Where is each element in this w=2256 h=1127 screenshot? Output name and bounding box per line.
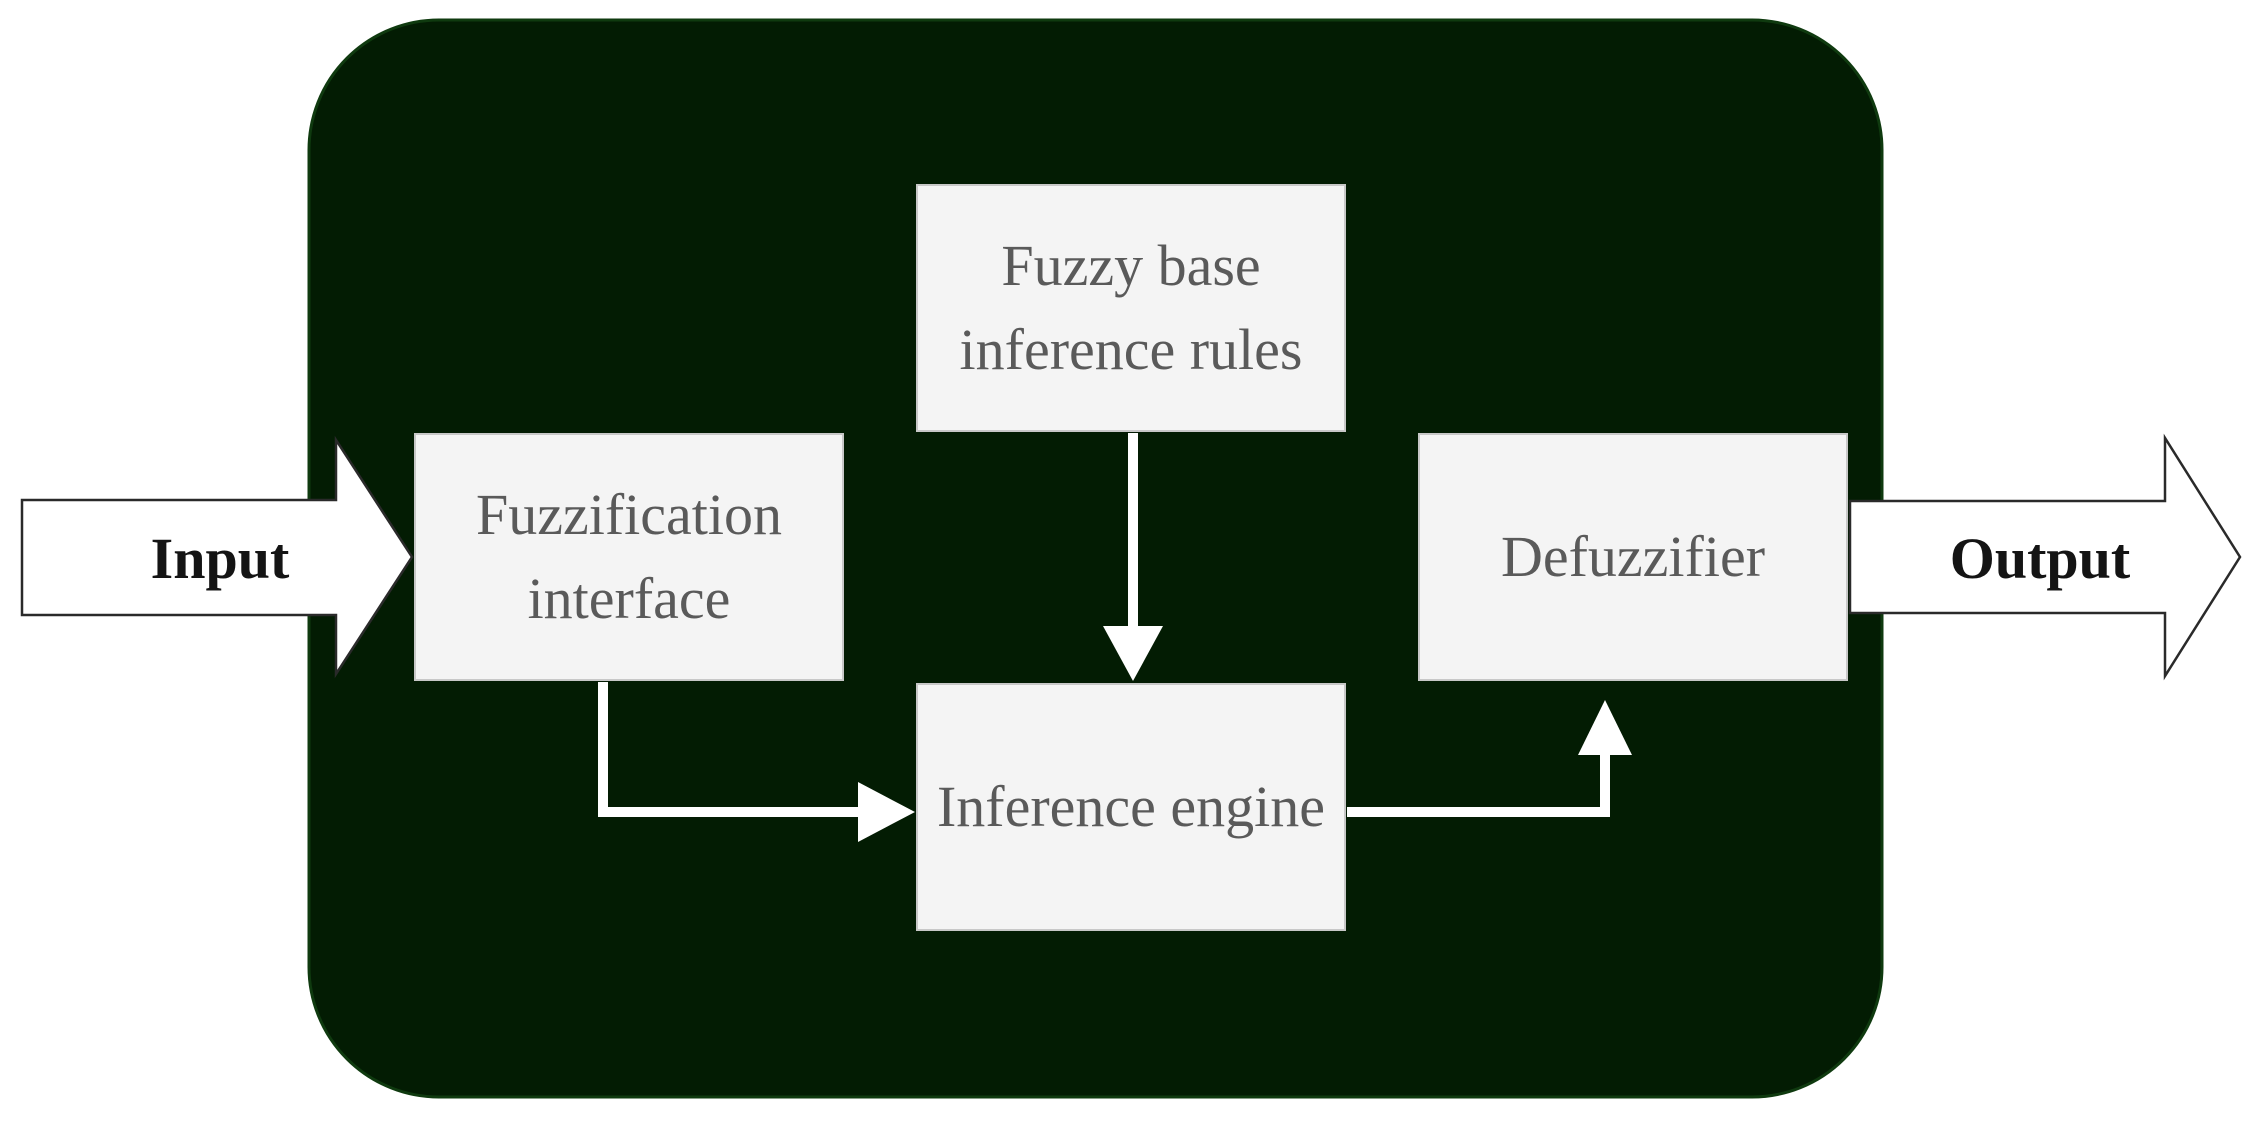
defuzzifier-label: Defuzzifier [1500,523,1766,589]
input-label: Input [150,525,290,591]
inference-engine-box: Inference engine [916,683,1346,931]
connector-fuzzification-to-engine [598,682,874,817]
fuzzification-interface-label: Fuzzification interface [476,473,782,641]
fuzzification-line1: Fuzzification [475,481,782,547]
input-arrow [20,435,414,679]
defuzzifier-box-bg [1418,433,1848,681]
fuzzy-base-inference-rules-label: Fuzzy base inference rules [960,224,1303,392]
connector-fuzzification-to-engine-arrowhead [858,782,915,842]
fuzzification-interface-box: Fuzzification interface [414,433,844,681]
connector-engine-to-defuzzifier [1347,745,1610,817]
defuzzifier-box: Defuzzifier [1418,433,1848,681]
inference-engine-label: Inference engine [936,773,1326,839]
rules-line1: Fuzzy base [1001,232,1261,298]
connector-engine-to-defuzzifier-arrowhead [1578,700,1632,755]
fuzzification-line2: interface [527,566,731,631]
rules-box-bg [916,184,1346,432]
output-label: Output [1949,525,2131,591]
fuzzification-box-bg [414,433,844,681]
engine-box-bg [916,683,1346,931]
output-arrow [1848,433,2242,681]
rules-line2: inference rules [959,317,1303,382]
fuzzy-base-inference-rules-box: Fuzzy base inference rules [916,184,1346,432]
connector-rules-to-engine-arrowhead [1103,626,1163,681]
